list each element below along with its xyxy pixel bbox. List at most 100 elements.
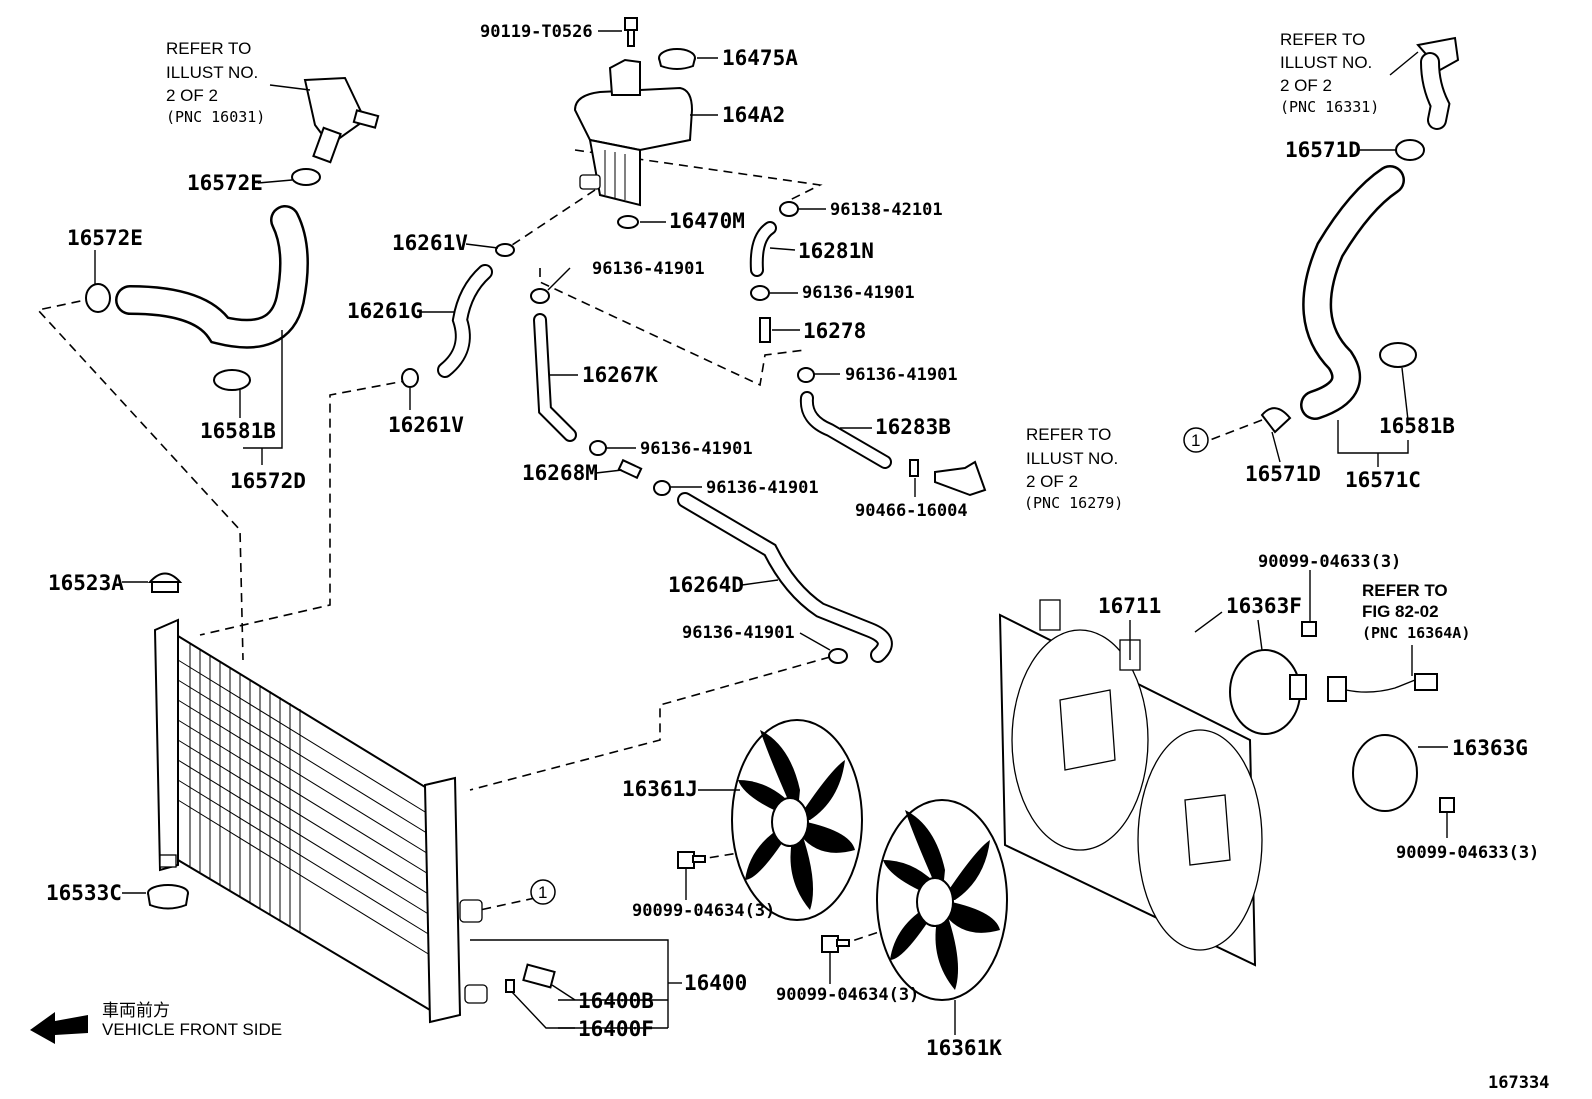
hose-16283b bbox=[799, 391, 892, 469]
svg-text:(PNC 16331): (PNC 16331) bbox=[1280, 98, 1379, 116]
label-16268m: 16268M bbox=[522, 461, 598, 485]
label-16572e-b: 16572E bbox=[67, 226, 143, 250]
svg-text:1: 1 bbox=[538, 883, 547, 902]
label-90466-16004: 90466-16004 bbox=[855, 501, 968, 521]
label-16400f: 16400F bbox=[578, 1017, 654, 1041]
label-16533c: 16533C bbox=[46, 881, 122, 905]
label-16264d: 16264D bbox=[668, 573, 744, 597]
label-16361k: 16361K bbox=[926, 1036, 1002, 1060]
label-90099-04634-a: 90099-04634(3) bbox=[632, 901, 775, 921]
label-16581b-a: 16581B bbox=[200, 419, 276, 443]
label-16283b: 16283B bbox=[875, 415, 951, 439]
fan-shroud bbox=[998, 599, 1263, 967]
hose-16261g bbox=[437, 264, 493, 378]
part-labels: 90119-T0526 16475A 164A2 16470M 96138-42… bbox=[46, 22, 1539, 1060]
refer-note-16364a: REFER TO FIG 82-02 (PNC 16364A) bbox=[1362, 581, 1470, 642]
label-96138-42101: 96138-42101 bbox=[830, 200, 943, 220]
svg-text:FIG 82-02: FIG 82-02 bbox=[1362, 602, 1439, 621]
label-16261g: 16261G bbox=[347, 299, 423, 323]
fan-16361k bbox=[876, 799, 1008, 1001]
svg-text:2 OF 2: 2 OF 2 bbox=[1026, 472, 1078, 491]
label-16475a: 16475A bbox=[722, 46, 798, 70]
svg-text:2 OF 2: 2 OF 2 bbox=[166, 86, 218, 105]
reference-marker-1-radiator: 1 bbox=[530, 879, 556, 905]
illustration-number: 167334 bbox=[1488, 1073, 1549, 1093]
label-16400: 16400 bbox=[684, 971, 747, 995]
label-16571d-b: 16571D bbox=[1245, 462, 1321, 486]
front-side-english: VEHICLE FRONT SIDE bbox=[102, 1020, 282, 1039]
label-16572d: 16572D bbox=[230, 469, 306, 493]
refer-note-16279: REFER TO ILLUST NO. 2 OF 2 (PNC 16279) bbox=[1024, 425, 1123, 512]
label-16363g: 16363G bbox=[1452, 736, 1528, 760]
label-16278: 16278 bbox=[803, 319, 866, 343]
front-side-japanese: 車両前方 bbox=[102, 1001, 170, 1020]
label-16581b-b: 16581B bbox=[1379, 414, 1455, 438]
fan-wire-harness bbox=[1327, 673, 1438, 702]
leader-lines bbox=[94, 30, 1448, 1035]
small-clamps bbox=[401, 139, 1425, 993]
svg-text:ILLUST NO.: ILLUST NO. bbox=[1280, 53, 1372, 72]
svg-text:REFER TO: REFER TO bbox=[1362, 581, 1448, 600]
upper-radiator-hose bbox=[115, 205, 309, 349]
hose-16571c bbox=[1300, 165, 1405, 420]
clamp-16581b-left bbox=[213, 369, 251, 391]
label-16281n: 16281N bbox=[798, 239, 874, 263]
label-16363f: 16363F bbox=[1226, 594, 1302, 618]
svg-text:ILLUST NO.: ILLUST NO. bbox=[1026, 449, 1118, 468]
hose-16264d bbox=[677, 492, 893, 663]
label-16261v-a: 16261V bbox=[392, 231, 468, 255]
water-outlet-fitting bbox=[303, 76, 380, 164]
svg-text:2 OF 2: 2 OF 2 bbox=[1280, 76, 1332, 95]
label-96136-41901-b: 96136-41901 bbox=[845, 365, 958, 385]
label-16571d-a: 16571D bbox=[1285, 138, 1361, 162]
label-90099-04633-b: 90099-04633(3) bbox=[1396, 843, 1539, 863]
radiator-assembly bbox=[153, 618, 488, 1024]
label-16572e-a: 16572E bbox=[187, 171, 263, 195]
vehicle-front-indicator: 車両前方 VEHICLE FRONT SIDE bbox=[30, 1001, 282, 1044]
svg-text:(PNC 16279): (PNC 16279) bbox=[1024, 494, 1123, 512]
refer-note-16331: REFER TO ILLUST NO. 2 OF 2 (PNC 16331) bbox=[1280, 30, 1379, 116]
reserve-tank-cap bbox=[658, 48, 696, 70]
label-16470m: 16470M bbox=[669, 209, 745, 233]
label-96136-41901-d: 96136-41901 bbox=[640, 439, 753, 459]
svg-text:1: 1 bbox=[1191, 431, 1200, 450]
label-16361j: 16361J bbox=[622, 777, 698, 801]
reserve-tank bbox=[573, 58, 694, 207]
hose-16267k bbox=[533, 313, 577, 442]
label-96136-41901-e: 96136-41901 bbox=[706, 478, 819, 498]
label-16523a: 16523A bbox=[48, 571, 124, 595]
svg-text:REFER TO: REFER TO bbox=[1280, 30, 1365, 49]
clamp-16572e-upper bbox=[291, 168, 321, 186]
radiator-grommet bbox=[147, 884, 189, 910]
refer-note-16031: REFER TO ILLUST NO. 2 OF 2 (PNC 16031) bbox=[166, 39, 265, 126]
label-96136-41901-f: 96136-41901 bbox=[682, 623, 795, 643]
reference-marker-1-hose: 1 bbox=[1183, 427, 1209, 453]
fan-16361j bbox=[731, 719, 863, 921]
arrow-left-icon bbox=[30, 1012, 88, 1044]
svg-text:(PNC 16031): (PNC 16031) bbox=[166, 108, 265, 126]
label-16571c: 16571C bbox=[1345, 468, 1421, 492]
label-164a2: 164A2 bbox=[722, 103, 785, 127]
hose-16281n bbox=[749, 221, 777, 277]
label-90119-t0526: 90119-T0526 bbox=[480, 22, 593, 42]
label-16261v-b: 16261V bbox=[388, 413, 464, 437]
radiator-cap bbox=[147, 572, 183, 593]
label-16711: 16711 bbox=[1098, 594, 1161, 618]
label-16400b: 16400B bbox=[578, 989, 654, 1013]
clamp-16572e-left bbox=[85, 283, 111, 313]
label-96136-41901-a: 96136-41901 bbox=[802, 283, 915, 303]
label-90099-04633-a: 90099-04633(3) bbox=[1258, 552, 1401, 572]
fan-motor-16363f bbox=[1229, 621, 1317, 735]
tank-plug bbox=[617, 215, 639, 229]
svg-text:REFER TO: REFER TO bbox=[1026, 425, 1111, 444]
tank-bolt bbox=[624, 17, 638, 47]
label-96136-41901-c: 96136-41901 bbox=[592, 259, 705, 279]
label-16267k: 16267K bbox=[582, 363, 658, 387]
water-inlet-fitting bbox=[1416, 36, 1460, 130]
svg-text:REFER TO: REFER TO bbox=[166, 39, 251, 58]
svg-text:ILLUST NO.: ILLUST NO. bbox=[166, 63, 258, 82]
svg-text:(PNC 16364A): (PNC 16364A) bbox=[1362, 624, 1470, 642]
label-90099-04634-b: 90099-04634(3) bbox=[776, 985, 919, 1005]
